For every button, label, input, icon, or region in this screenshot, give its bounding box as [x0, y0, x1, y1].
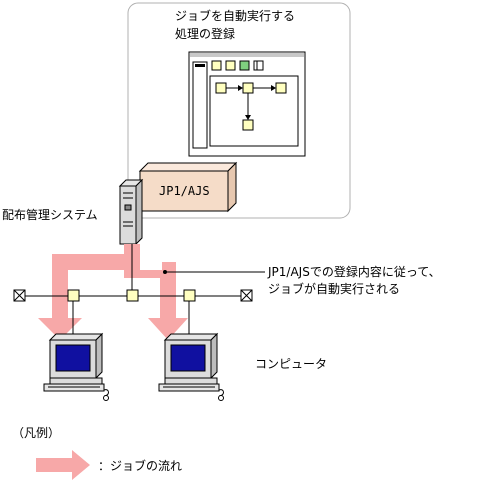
jp1-ajs-label: JP1/AJS — [159, 184, 210, 198]
job-node — [242, 82, 254, 94]
toolbar-icon-green — [239, 60, 250, 71]
panel-title-line1: ジョブを自動実行する — [175, 9, 296, 23]
callout-line2: ジョブが自動実行される — [268, 282, 401, 296]
job-flow-arrows — [38, 244, 188, 340]
connector — [67, 289, 80, 302]
monitor-screen — [170, 344, 206, 372]
job-node — [215, 82, 227, 94]
toolbar-icon — [211, 60, 222, 71]
toolbar-icon — [225, 60, 236, 71]
monitor-screen — [55, 344, 91, 372]
window-mock — [188, 51, 306, 157]
jp1-ajs-box — [138, 161, 238, 213]
legend-arrow-label: ：ジョブの流れ — [98, 459, 183, 473]
distribution-system-label: 配布管理システム — [2, 208, 98, 222]
job-node — [275, 82, 287, 94]
job-node — [242, 119, 254, 131]
legend-arrow — [36, 450, 90, 480]
computer-2 — [158, 332, 224, 401]
server-tower — [118, 178, 144, 246]
connector — [126, 289, 139, 302]
connector — [183, 289, 196, 302]
callout-line1: JP1/AJSでの登録内容に従って、 — [268, 265, 441, 279]
panel-title-line2: 処理の登録 — [175, 27, 236, 41]
network-bus — [13, 244, 253, 342]
computer-1 — [43, 332, 109, 401]
toolbar-icon-save — [253, 60, 264, 71]
callout-dot — [163, 270, 167, 274]
legend-title: （凡例） — [12, 426, 61, 440]
computers-label: コンピュータ — [255, 357, 328, 371]
